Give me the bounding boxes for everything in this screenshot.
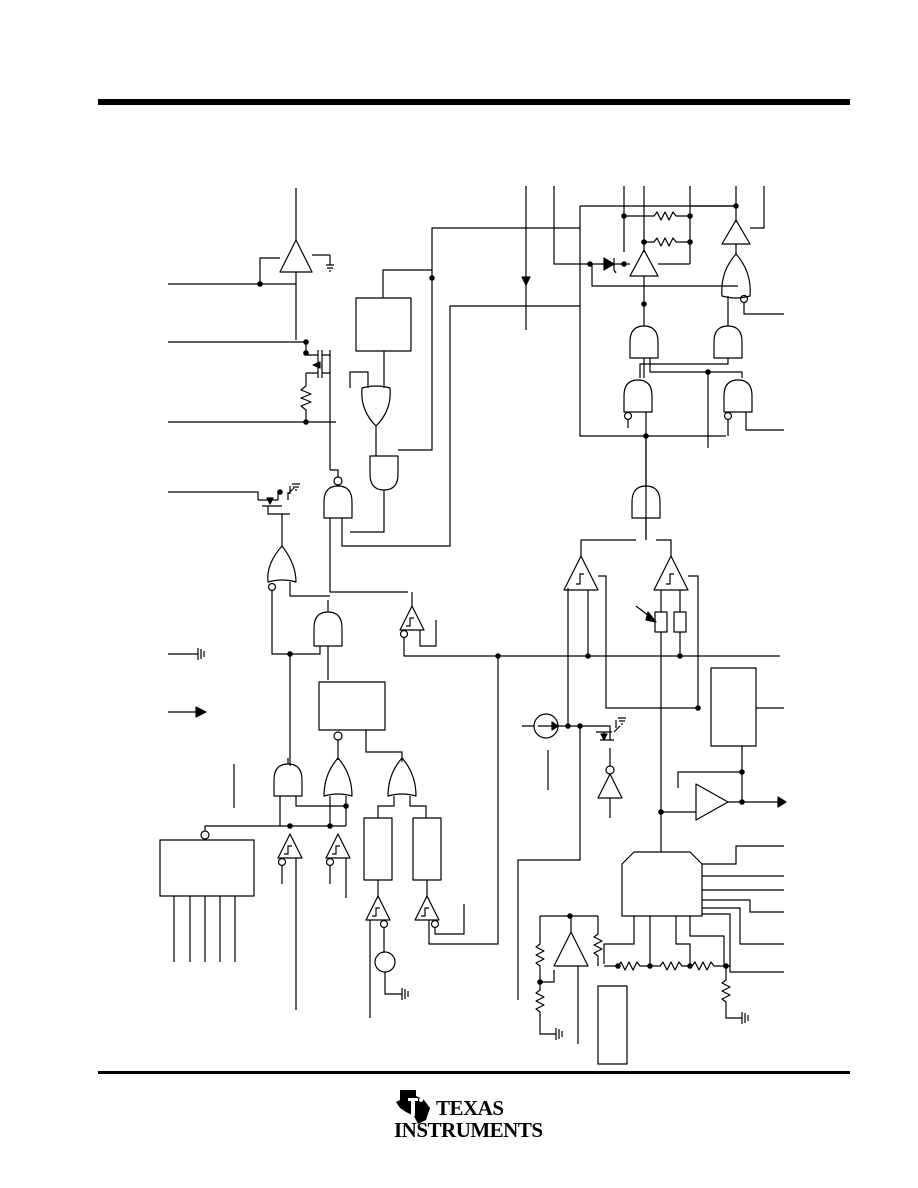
- mosfet-3: [596, 717, 626, 741]
- footer-rule: [98, 1071, 850, 1074]
- and-gate-9: [631, 436, 661, 540]
- and-gate-5: [629, 325, 743, 378]
- zener-bar: [613, 258, 617, 274]
- or-gate-5: [721, 253, 784, 326]
- top-buffer-amp: [259, 188, 334, 340]
- control-bottom-nets: [603, 916, 725, 966]
- schmitt-buffer-4: [365, 895, 391, 1018]
- ti-state-outline-icon: [396, 1090, 430, 1124]
- bubble-2: [200, 830, 210, 840]
- mosfet-2: [258, 483, 300, 515]
- resistor-2: [644, 237, 690, 247]
- net-h: [547, 588, 611, 790]
- mosfet-3-arrow: [600, 733, 608, 741]
- and-gate-7: [623, 379, 653, 540]
- input-line-4: [168, 491, 259, 500]
- net-c: [337, 730, 403, 762]
- and-gate-1: [350, 455, 399, 533]
- arrow-head: [195, 706, 207, 718]
- net-a: [382, 227, 580, 298]
- bubble: [333, 731, 343, 741]
- output-amp: [661, 783, 778, 821]
- current-source-arrow: [551, 721, 559, 731]
- junction-dots: [257, 203, 745, 985]
- and-gate-4: [273, 758, 346, 826]
- and-gate-6: [639, 325, 743, 378]
- input-lines-top-right: [623, 186, 765, 264]
- logic-block-1: [355, 297, 412, 352]
- decoder-outputs: [173, 896, 236, 962]
- net-l: [677, 746, 743, 802]
- schmitt-buffer-3: [325, 833, 351, 898]
- net-i: [517, 726, 581, 1000]
- schmitt-buffer-5: [414, 656, 499, 945]
- crystal-1: [654, 611, 668, 633]
- ti-logo: TEXAS INSTRUMENTS: [394, 1084, 554, 1142]
- header-rule: [98, 99, 850, 105]
- schmitt-buffer-1: [399, 592, 780, 657]
- filter-block-2: [412, 817, 442, 881]
- control-outputs: [702, 845, 784, 973]
- mosfet-1: [300, 342, 331, 470]
- buffer-amp-3: [721, 219, 751, 254]
- net-f: [377, 880, 428, 898]
- zener-diode: [603, 257, 615, 271]
- resistor-1: [624, 211, 690, 221]
- brand-name-line-2: INSTRUMENTS: [394, 1118, 543, 1142]
- input-line-top-2: [553, 186, 600, 265]
- inverter-1: [597, 748, 623, 818]
- arrow-down: [521, 276, 531, 286]
- and-gate-3: [289, 600, 343, 766]
- resistor-ground: [721, 966, 749, 1024]
- and-gate-2: [323, 305, 580, 593]
- and-gate-8: [707, 372, 784, 448]
- ground-symbol-2: [384, 972, 409, 1000]
- schmitt-comparator-1: [563, 539, 698, 709]
- net-e: [204, 825, 346, 831]
- net-k: [660, 590, 681, 812]
- or-gate-1: [349, 351, 391, 456]
- output-block: [597, 985, 628, 1065]
- schmitt-buffer-2: [277, 833, 303, 1010]
- crystal-2: [673, 611, 687, 633]
- schmitt-comparator-2: [653, 539, 699, 708]
- output-arrow: [777, 796, 787, 808]
- decoder-block: [159, 839, 255, 897]
- sensor-circle: [374, 951, 396, 973]
- brand-name-line-1: TEXAS: [436, 1096, 504, 1120]
- or-gate-4: [377, 757, 427, 818]
- arrow-head-2: [645, 611, 657, 623]
- or-gate-2: [267, 514, 330, 655]
- filter-block-1: [363, 817, 393, 881]
- logic-block-3: [710, 667, 757, 747]
- logic-block-2: [318, 681, 386, 731]
- net-b: [398, 270, 433, 451]
- or-gate-3: [323, 757, 353, 826]
- ground-symbol-1: [168, 648, 205, 660]
- divider-amp: [535, 915, 603, 1044]
- resistor-chain: [604, 961, 730, 971]
- control-logic-block: [621, 851, 703, 917]
